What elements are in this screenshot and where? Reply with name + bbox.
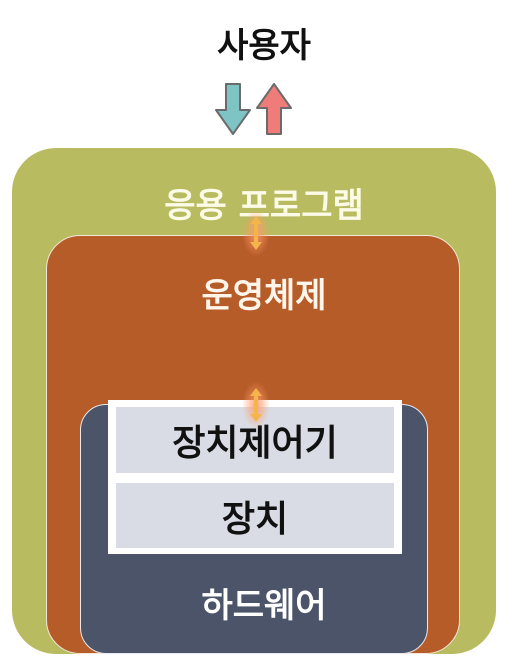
double-arrow-icon (242, 381, 270, 429)
double-arrow-icon (242, 209, 270, 257)
hardware-label: 하드웨어 (201, 586, 327, 626)
arrow-up-icon (256, 83, 292, 135)
user-arrows (215, 83, 292, 135)
device-group: 장치제어기 장치 (108, 400, 402, 554)
arrow-down-icon (215, 83, 251, 135)
device-box: 장치 (116, 483, 394, 548)
operating-system-label: 운영체제 (201, 276, 327, 316)
user-title: 사용자 (217, 26, 311, 66)
